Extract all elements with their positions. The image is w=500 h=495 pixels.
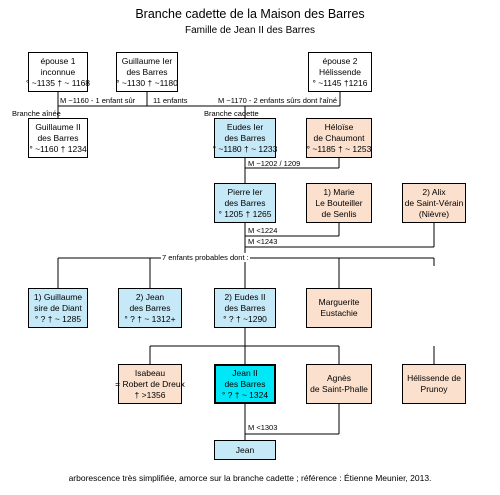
person-isabeau: Isabeau= Robert de Dreux† >1356 <box>115 364 185 404</box>
page-subtitle: Famille de Jean II des Barres <box>184 25 316 36</box>
label-11-enfants: 11 enfants <box>153 96 188 105</box>
footer-reference: arborescence très simplifiée, amorce sur… <box>68 473 432 483</box>
person-jean: Jean <box>214 440 276 460</box>
label-7-enfants: 7 enfants probables dont : <box>161 253 250 262</box>
label-m1160: M ~1160 - 1 enfant sûr <box>60 96 136 105</box>
label-m1303: M <1303 <box>248 423 278 432</box>
label-branche-cadette: Branche cadette <box>204 109 259 118</box>
label-branche-ainee: Branche aînée <box>12 109 61 118</box>
page-title: Branche cadette de la Maison des Barres <box>135 7 365 21</box>
label-m1243: M <1243 <box>248 237 278 246</box>
label-m1202: M ~1202 / 1209 <box>248 159 301 168</box>
label-m1224: M <1224 <box>248 226 278 235</box>
label-m1170: M ~1170 - 2 enfants sûrs dont l'aîné <box>218 96 338 105</box>
